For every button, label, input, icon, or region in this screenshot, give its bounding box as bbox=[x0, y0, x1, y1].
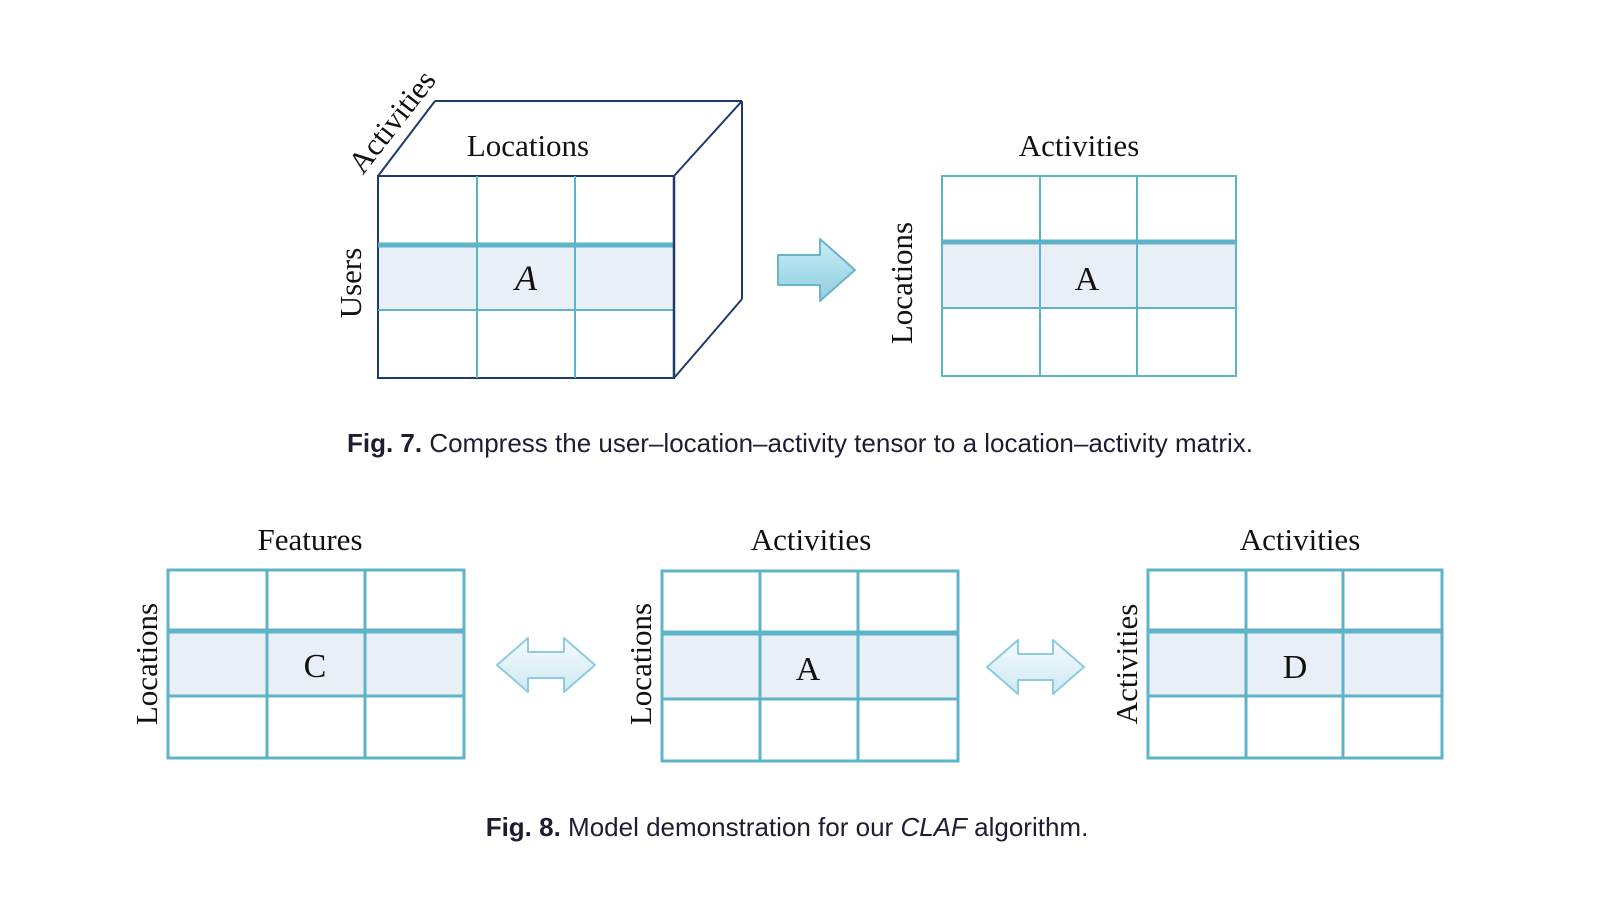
fig8-caption-prefix: Fig. 8. bbox=[486, 812, 561, 842]
tensor-cell-label: A bbox=[513, 258, 538, 298]
matrix-a-top-label: Activities bbox=[751, 522, 872, 557]
matrix-a-outline bbox=[660, 569, 960, 763]
fig8-caption: Fig. 8. Model demonstration for our CLAF… bbox=[486, 812, 1089, 842]
matrix-c-side-label: Locations bbox=[129, 603, 164, 725]
fig7-caption: Fig. 7. Compress the user–location–activ… bbox=[347, 428, 1253, 458]
matrix-cell-label: A bbox=[1075, 261, 1100, 298]
matrix-c-cell-label: C bbox=[304, 648, 327, 685]
matrix-d-top-label: Activities bbox=[1240, 522, 1361, 557]
double-arrow-right-icon bbox=[986, 639, 1085, 695]
matrix-outline bbox=[941, 175, 1237, 377]
tensor-top-right-edge bbox=[673, 100, 743, 177]
matrix-a-highlight-band bbox=[662, 633, 958, 699]
fig8-caption-text-after: algorithm. bbox=[967, 812, 1088, 842]
matrix-c-top-label: Features bbox=[257, 522, 362, 557]
matrix-d-side-label: Activities bbox=[1109, 604, 1144, 725]
fig8-matrix-c: C Features Locations bbox=[129, 522, 466, 760]
tensor-highlight-band bbox=[378, 245, 674, 310]
tensor-bottom-right-edge bbox=[673, 298, 743, 379]
matrix-a-cell-label: A bbox=[796, 651, 821, 688]
matrix-c-highlight-band bbox=[168, 631, 464, 696]
tensor-depth-label: Activities bbox=[341, 63, 443, 180]
double-arrow-left-icon bbox=[496, 637, 596, 693]
matrix-side-label: Locations bbox=[884, 222, 919, 344]
matrix-d-outline bbox=[1146, 568, 1444, 760]
fig8-caption-text-before: Model demonstration for our bbox=[561, 812, 901, 842]
tensor-side-label: Users bbox=[333, 248, 368, 319]
fig8-matrix-d: D Activities Activities bbox=[1109, 522, 1444, 760]
fig7-caption-prefix: Fig. 7. bbox=[347, 428, 422, 458]
matrix-c-outline bbox=[166, 568, 466, 760]
tensor-top-label: Locations bbox=[467, 128, 589, 163]
fig8-matrix-a: A Activities Locations bbox=[623, 522, 960, 763]
fig7-tensor: A Locations Activities Users bbox=[333, 63, 743, 379]
fig7-matrix: A Activities Locations bbox=[884, 128, 1237, 377]
fig7-caption-text: Compress the user–location–activity tens… bbox=[422, 428, 1253, 458]
tensor-top-left-edge bbox=[377, 100, 436, 177]
matrix-a-side-label: Locations bbox=[623, 603, 658, 725]
matrix-highlight-band bbox=[942, 242, 1236, 308]
matrix-top-label: Activities bbox=[1019, 128, 1140, 163]
matrix-d-highlight-band bbox=[1148, 631, 1442, 696]
fig8-caption-algorithm: CLAF bbox=[900, 812, 969, 842]
matrix-d-cell-label: D bbox=[1283, 649, 1308, 686]
compress-arrow-icon bbox=[777, 238, 856, 302]
